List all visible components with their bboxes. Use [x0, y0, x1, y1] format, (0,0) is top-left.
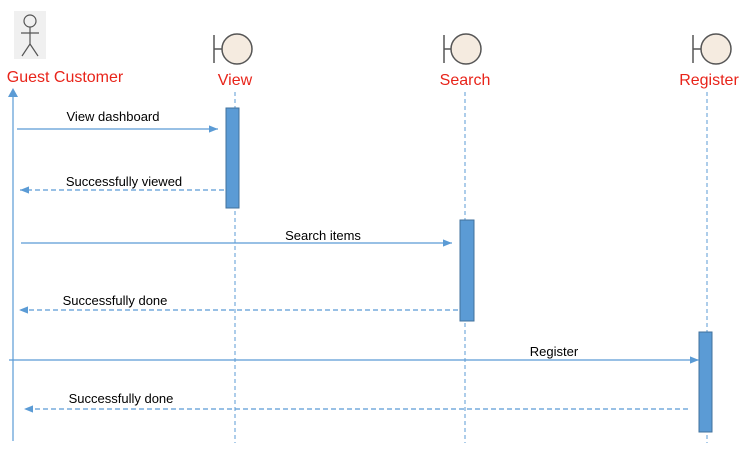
activation-bar-search	[459, 219, 475, 322]
message-successfully-done-search: Successfully done	[19, 293, 458, 314]
message-label: Search items	[285, 228, 361, 243]
activation-bar-view	[225, 107, 240, 209]
participant-label-view: View	[218, 72, 253, 89]
message-label: Successfully viewed	[66, 174, 182, 189]
message-successfully-done-register: Successfully done	[24, 391, 688, 413]
stick-figure-icon	[14, 11, 46, 59]
participant-label-search: Search	[440, 72, 491, 89]
boundary-icon	[692, 33, 732, 65]
participant-search: Search	[440, 33, 491, 443]
participant-guest-customer: Guest Customer	[7, 11, 124, 441]
activation-bar-register	[698, 331, 713, 433]
message-search-items: Search items	[21, 228, 452, 247]
message-successfully-viewed: Successfully viewed	[20, 174, 224, 194]
message-label: Successfully done	[63, 293, 168, 308]
lifeline-top-arrow	[8, 88, 18, 97]
message-label: Successfully done	[69, 391, 174, 406]
message-label: View dashboard	[67, 109, 160, 124]
boundary-icon	[213, 33, 253, 65]
participant-register: Register	[679, 33, 739, 443]
participant-view: View	[213, 33, 253, 443]
message-register: Register	[9, 344, 699, 364]
participant-label-register: Register	[679, 72, 739, 89]
boundary-icon	[443, 33, 482, 65]
message-view-dashboard: View dashboard	[17, 109, 218, 133]
participant-label-guest-customer: Guest Customer	[7, 69, 124, 86]
message-label: Register	[530, 344, 579, 359]
